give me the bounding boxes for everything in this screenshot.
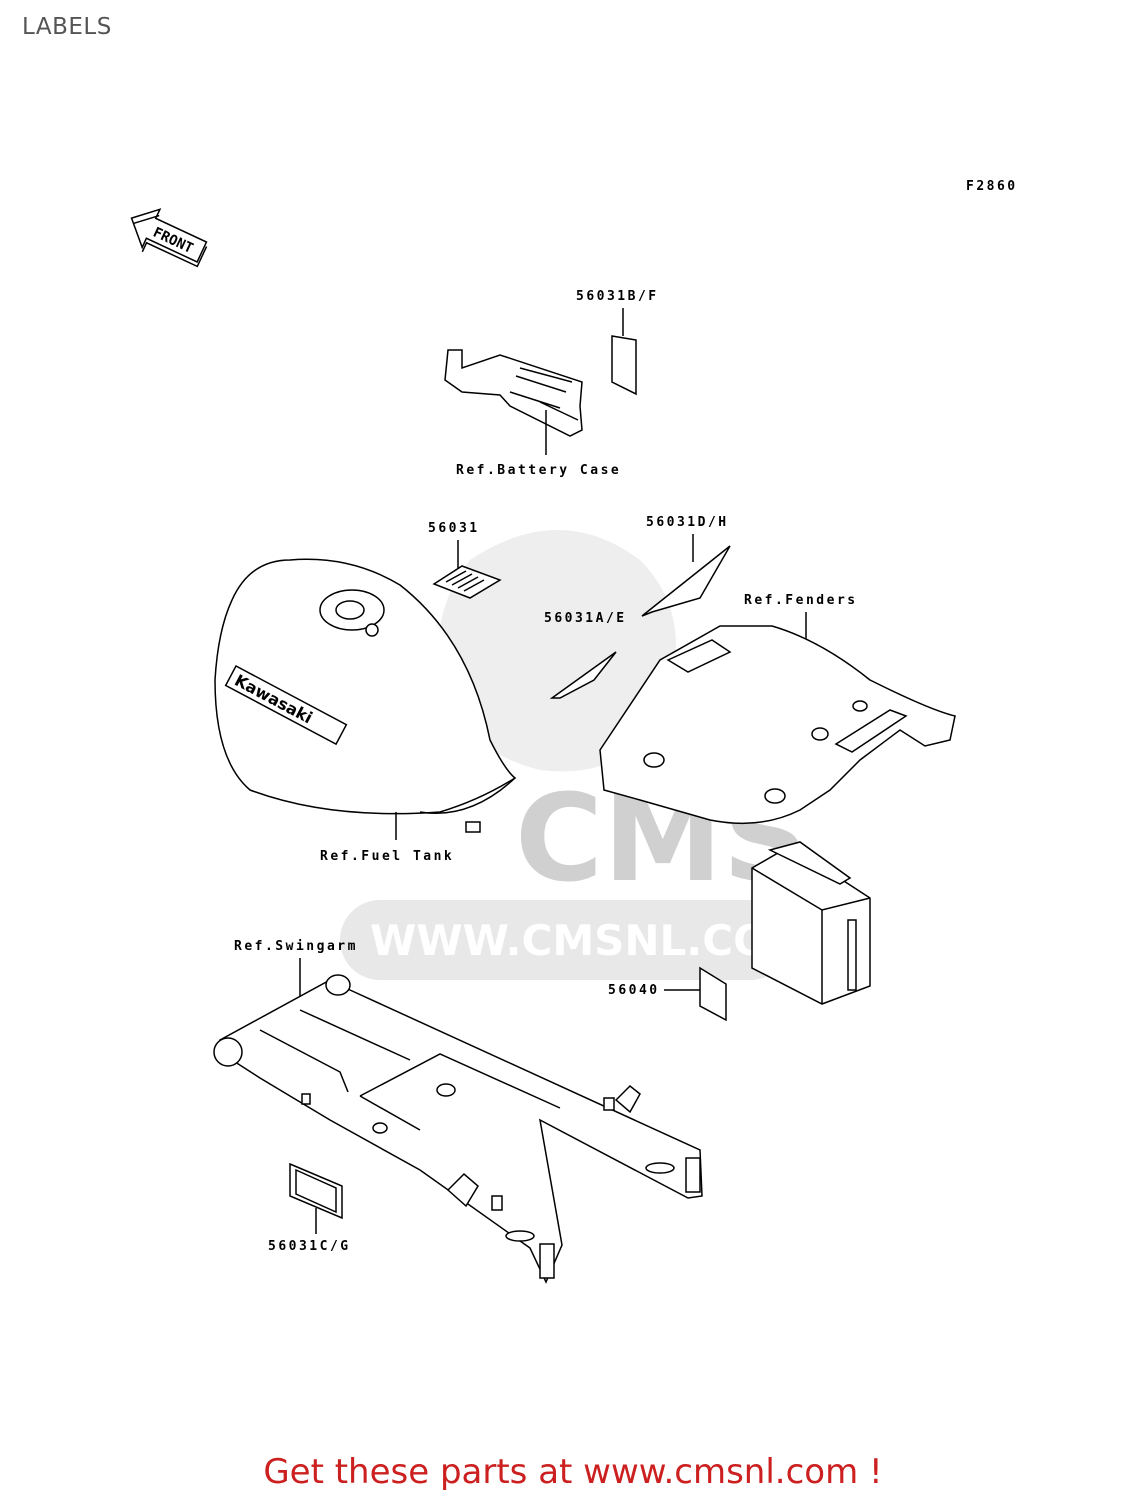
swingarm-part: [218, 979, 703, 1284]
label-sticker-56031: [432, 565, 502, 599]
watermark-url: WWW.CMSNL.COM: [370, 916, 811, 965]
label-sticker-56040: [699, 966, 727, 1022]
front-arrow-icon: FRONT: [130, 208, 208, 268]
watermark: CMS WWW.CMSNL.COM: [340, 530, 811, 980]
ref-swingarm: Ref.Swingarm: [234, 939, 358, 954]
callout-56040: 56040: [608, 983, 660, 998]
parts-diagram: CMS WWW.CMSNL.COM F2860 FRONT 56031B/F R…: [130, 179, 1018, 1284]
fuel-tank-group: Kawasaki Ref.Fuel Tank: [214, 558, 517, 864]
label-sticker-56031a: [549, 651, 617, 699]
ref-fenders: Ref.Fenders: [744, 593, 858, 608]
label-sticker-56031c: [289, 1162, 343, 1220]
battery-group: 56040: [608, 841, 871, 1022]
label-sticker-56031b: [611, 335, 637, 396]
callout-56031: 56031: [428, 521, 480, 536]
label-56031a-group: 56031A/E: [544, 611, 627, 699]
label-56031-group: 56031: [428, 521, 502, 599]
callout-56031b: 56031B/F: [576, 289, 659, 304]
label-sticker-56031d: [641, 545, 731, 617]
figure-code: F2860: [966, 179, 1018, 194]
label-56031d-group: 56031D/H: [641, 515, 731, 617]
swingarm-group: Ref.Swingarm: [213, 939, 703, 1284]
callout-56031d: 56031D/H: [646, 515, 729, 530]
footer-promo-text[interactable]: Get these parts at www.cmsnl.com !: [263, 1452, 883, 1492]
page-title: LABELS: [22, 14, 112, 40]
callout-56031c: 56031C/G: [268, 1239, 351, 1254]
callout-56031a: 56031A/E: [544, 611, 627, 626]
ref-battery-case: Ref.Battery Case: [456, 463, 621, 478]
label-56031c-group: 56031C/G: [268, 1162, 351, 1254]
fender-part: [599, 625, 956, 825]
fender-group: Ref.Fenders: [599, 593, 956, 825]
battery-case-group: 56031B/F Ref.Battery Case: [444, 289, 659, 478]
ref-fuel-tank: Ref.Fuel Tank: [320, 849, 454, 864]
fuel-tank-part: [214, 558, 517, 815]
